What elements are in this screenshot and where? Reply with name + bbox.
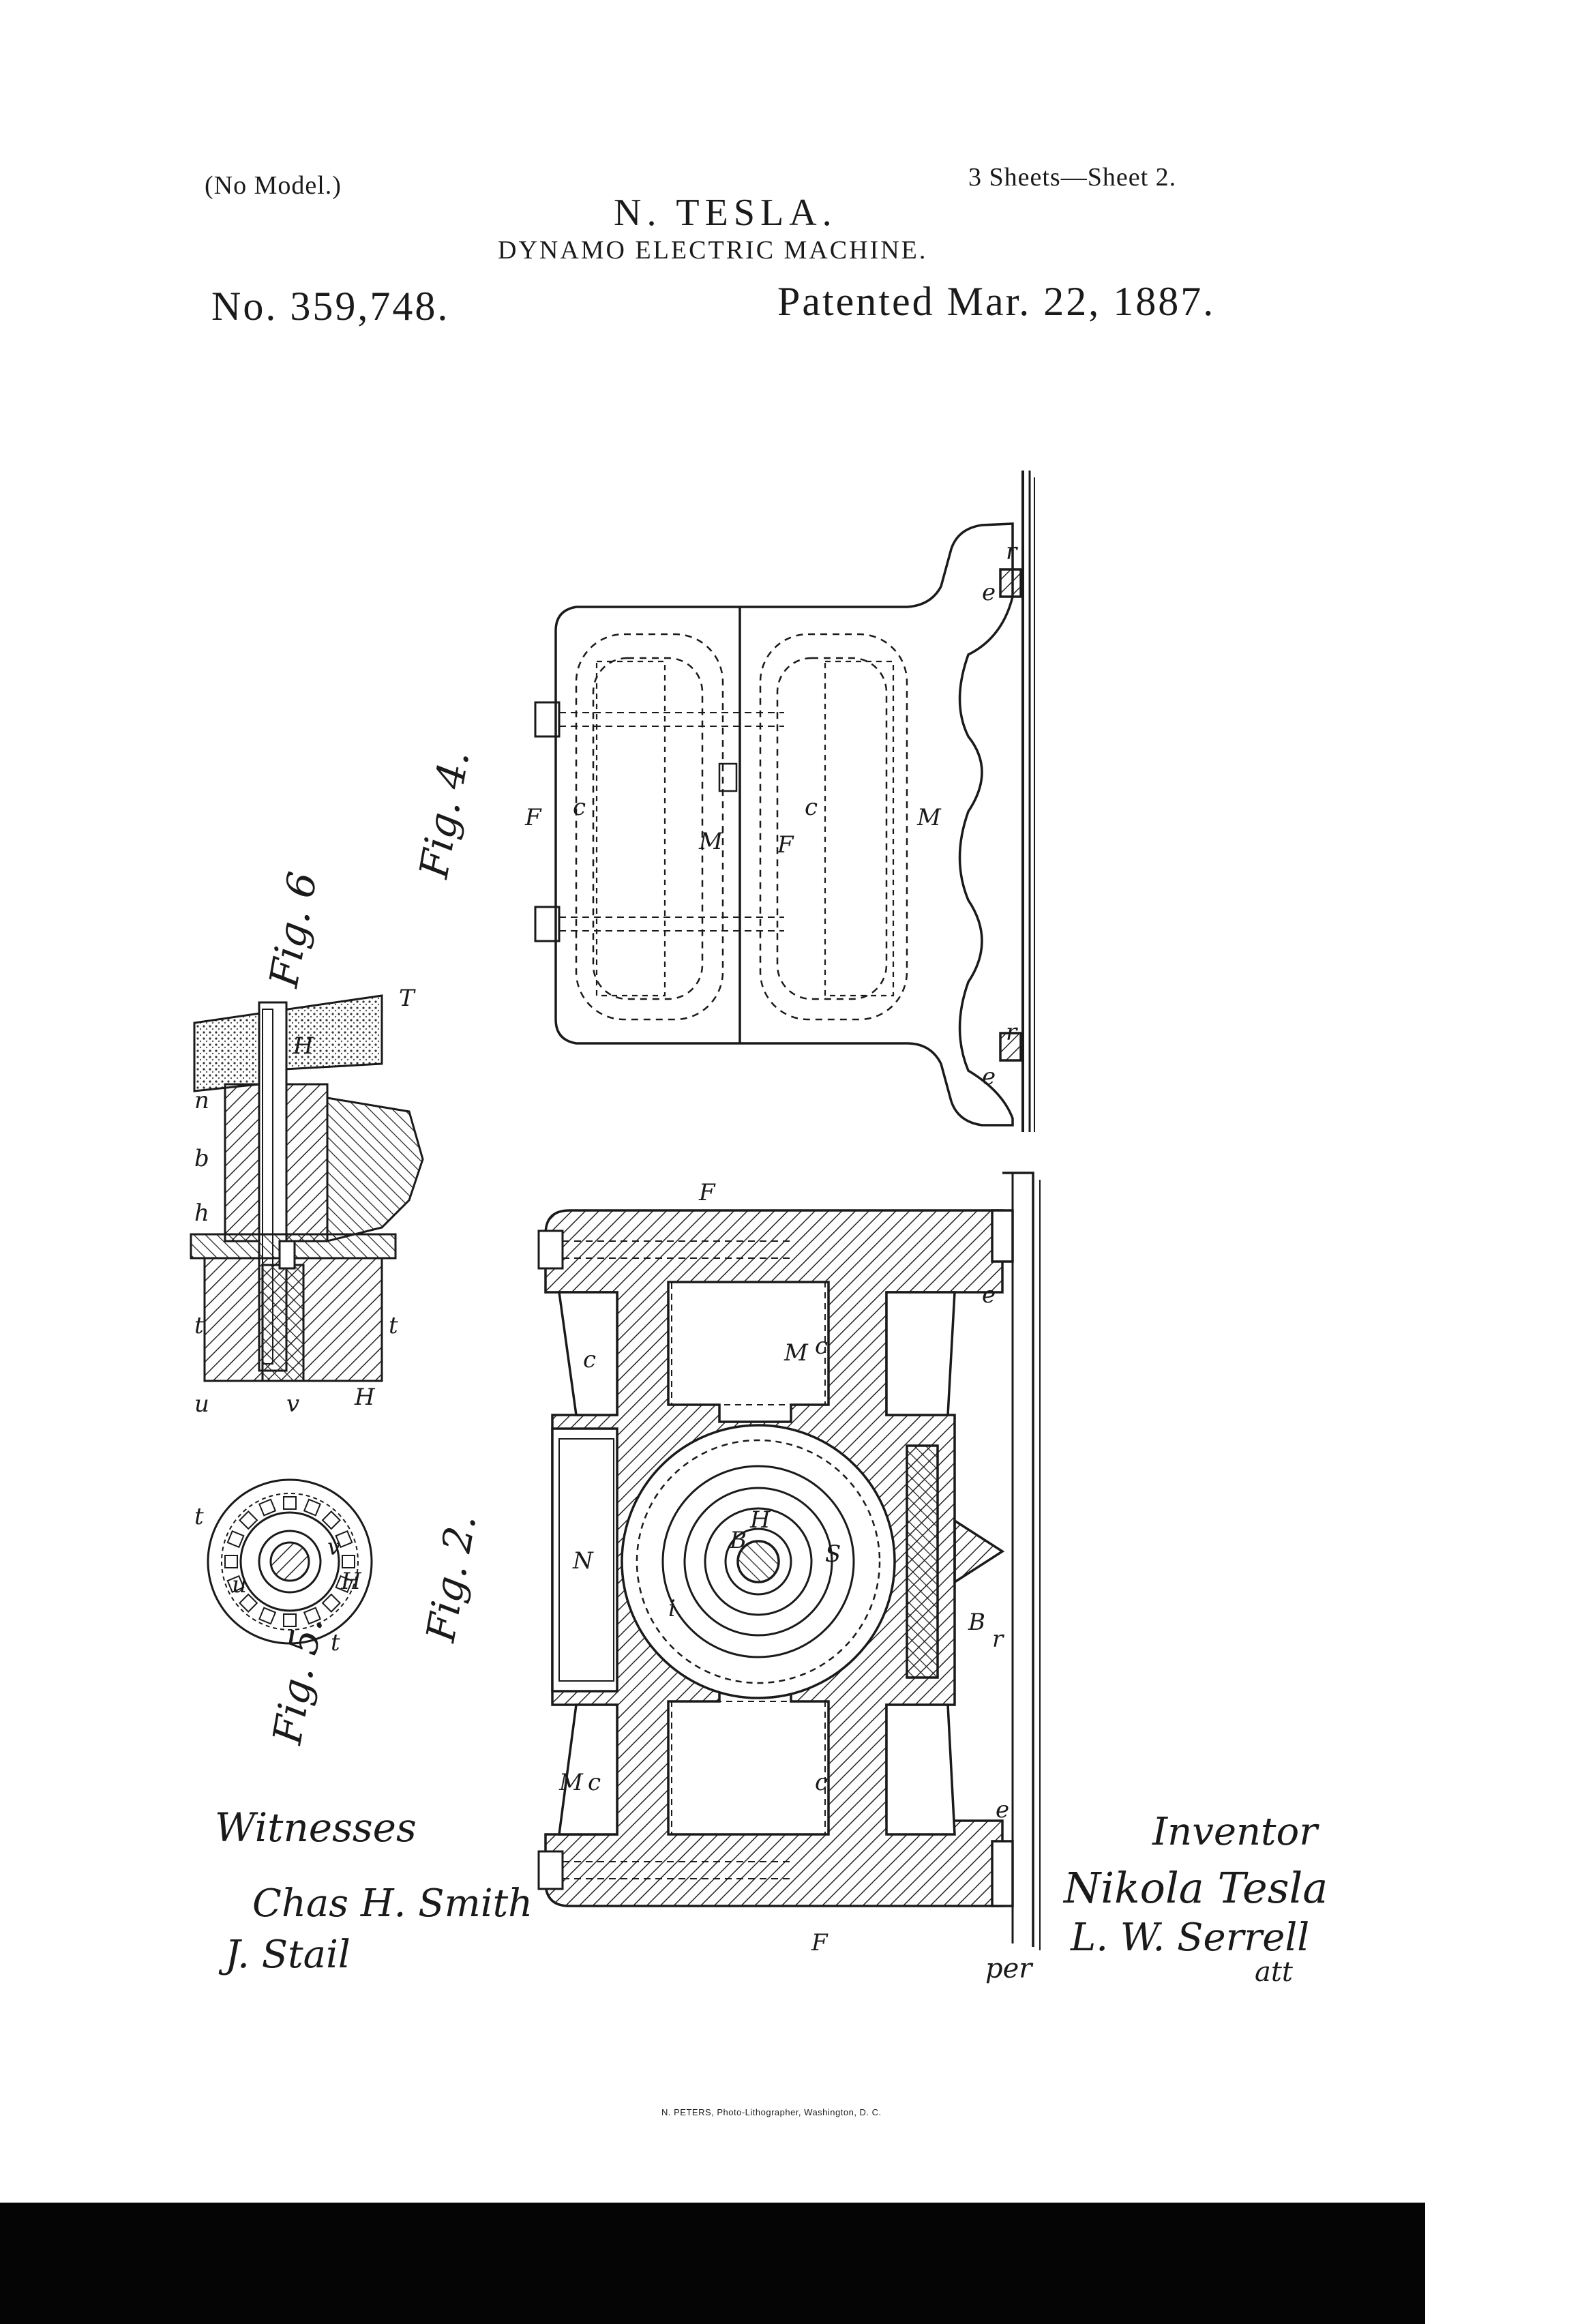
part-letter-c: c — [815, 1769, 828, 1796]
part-letter-S: S — [825, 1540, 841, 1568]
part-letter-N: N — [572, 1547, 594, 1575]
part-letter-B: B — [729, 1527, 747, 1554]
witness-2-signature: J. Stail — [218, 1933, 350, 1977]
part-letter-h: h — [194, 1200, 209, 1227]
part-letter-M: M — [698, 828, 723, 855]
part-letter-i: i — [668, 1595, 676, 1622]
witnesses-label: Witnesses — [215, 1804, 417, 1851]
fig4-label: Fig. 4. — [411, 747, 479, 882]
part-letter-F: F — [811, 1929, 829, 1956]
scan-border — [0, 2203, 1425, 2324]
part-letter-H: H — [340, 1568, 362, 1595]
part-letter-c: c — [815, 1332, 828, 1360]
part-letter-B: B — [968, 1609, 985, 1636]
commutator-segment — [303, 1498, 321, 1517]
commutator-segment — [283, 1613, 297, 1627]
patent-title: DYNAMO ELECTRIC MACHINE. — [498, 236, 928, 265]
patent-date: Patented Mar. 22, 1887. — [777, 279, 1216, 324]
patent-number: No. 359,748. — [211, 284, 450, 329]
commutator-segment — [224, 1555, 238, 1568]
part-letter-t: t — [194, 1312, 204, 1339]
part-letter-H: H — [293, 1032, 314, 1060]
commutator-segment — [258, 1607, 277, 1625]
part-letter-r: r — [1006, 538, 1018, 565]
commutator-segment — [335, 1530, 353, 1549]
fig6-label: Fig. 6 — [260, 868, 327, 991]
figure-6-section — [190, 994, 424, 1382]
part-letter-r: r — [1006, 1019, 1018, 1046]
part-letter-T: T — [399, 985, 416, 1012]
part-letter-H: H — [749, 1506, 771, 1534]
part-letter-u: u — [232, 1571, 247, 1598]
part-letter-F: F — [524, 804, 542, 831]
inventor-name: N. TESLA. — [614, 192, 837, 234]
commutator-segment — [239, 1510, 258, 1530]
part-letter-v: v — [286, 1390, 299, 1418]
sheet-number: 3 Sheets—Sheet 2. — [968, 163, 1177, 192]
part-letter-H: H — [354, 1384, 376, 1411]
part-letter-b: b — [194, 1145, 209, 1172]
figure-5-end-view — [207, 1478, 373, 1645]
part-letter-e: e — [982, 1063, 996, 1090]
part-letter-t: t — [331, 1629, 340, 1656]
part-letter-c: c — [588, 1769, 601, 1796]
figure-4-elevation — [534, 471, 1035, 1132]
part-letter-F: F — [698, 1179, 716, 1206]
no-model-note: (No Model.) — [205, 171, 342, 200]
commutator-segment — [342, 1555, 355, 1568]
commutator-segment — [239, 1593, 258, 1613]
commutator-segment — [226, 1575, 245, 1593]
part-letter-e: e — [982, 1281, 996, 1309]
commutator-segment — [321, 1510, 341, 1530]
fig2-label: Fig. 2. — [417, 1510, 486, 1645]
inventor-label: Inventor — [1152, 1810, 1319, 1854]
fig5-label: Fig. 5. — [264, 1613, 332, 1748]
part-letter-e: e — [982, 579, 996, 606]
part-letter-n: n — [194, 1087, 209, 1114]
part-letter-M: M — [558, 1769, 584, 1796]
part-letter-M: M — [916, 804, 942, 831]
attorney-signature: L. W. Serrell — [1070, 1916, 1309, 1960]
part-letter-r: r — [992, 1626, 1004, 1653]
part-letter-e: e — [996, 1796, 1009, 1823]
part-letter-t: t — [389, 1312, 398, 1339]
commutator-segment — [283, 1496, 297, 1510]
witness-1-signature: Chas H. Smith — [252, 1881, 533, 1926]
inventor-signature: Nikola Tesla — [1062, 1863, 1328, 1913]
commutator-segment — [321, 1593, 341, 1613]
part-letter-v: v — [327, 1534, 340, 1561]
part-letter-c: c — [805, 794, 818, 821]
part-letter-M: M — [783, 1339, 809, 1367]
part-letter-t: t — [194, 1503, 204, 1530]
part-letter-F: F — [777, 831, 794, 859]
commutator-segment — [303, 1607, 321, 1625]
attorney-prefix: per — [985, 1953, 1034, 1984]
part-letter-c: c — [573, 794, 586, 821]
commutator-segment — [258, 1498, 277, 1517]
printer-imprint: N. PETERS, Photo-Lithographer, Washingto… — [661, 2107, 882, 2117]
part-letter-c: c — [583, 1346, 596, 1373]
attorney-suffix: att — [1255, 1956, 1294, 1988]
part-letter-u: u — [194, 1390, 209, 1418]
commutator-segment — [226, 1530, 245, 1549]
figure-2-section — [537, 1172, 1041, 1950]
commutator-segment — [335, 1575, 353, 1593]
commutator-segments — [224, 1496, 355, 1627]
